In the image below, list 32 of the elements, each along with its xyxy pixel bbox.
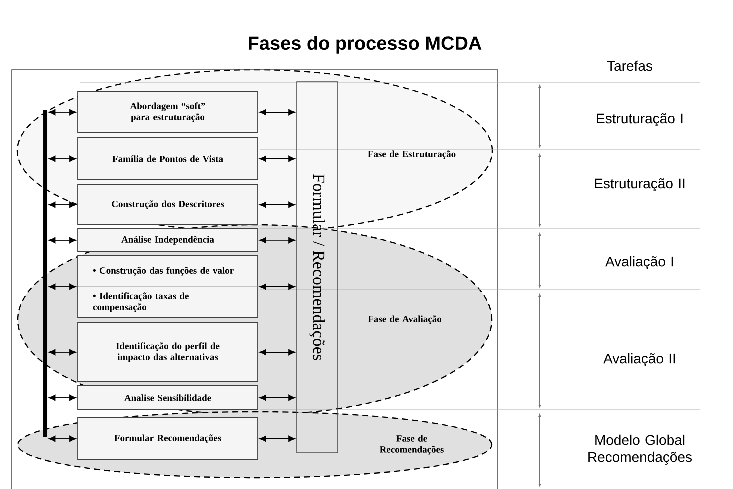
double-arrow: [48, 109, 76, 116]
task-label: Avaliação II: [604, 353, 676, 367]
double-arrow: [48, 284, 76, 290]
task-label: Tarefas: [607, 60, 652, 72]
double-arrow: [48, 156, 76, 162]
task-box: Formular Recomendações: [78, 418, 258, 460]
task-label: Estruturação I: [597, 113, 683, 126]
double-arrow: [260, 394, 296, 402]
task-box: Abordagem “soft” para estruturação: [78, 92, 258, 134]
vertical-box: Formular / Recomendações: [296, 82, 338, 454]
task-label: Modelo Global Recomendações: [588, 434, 692, 466]
task-label: Avaliação I: [606, 256, 674, 270]
double-arrow: [260, 109, 296, 116]
task-box: Analise Sensibilidade: [78, 386, 258, 410]
task-box: Construção dos Descritores: [78, 184, 258, 226]
double-arrow: [260, 349, 296, 356]
title: Fases do processo MCDA: [249, 36, 482, 54]
double-arrow: [260, 237, 296, 244]
double-arrow: [260, 436, 296, 442]
double-arrow: [48, 202, 76, 208]
task-label: Estruturação II: [595, 178, 685, 192]
task-box: Família de Pontos de Vista: [78, 138, 258, 180]
double-arrow: [48, 436, 76, 442]
double-arrow: [48, 349, 76, 356]
double-arrow: [260, 284, 296, 290]
task-box: • Construção das funções de valor • Identificação taxas de compensação: [78, 256, 258, 318]
double-arrow: [260, 202, 296, 208]
double-arrow: [260, 156, 296, 162]
double-arrow: [48, 394, 76, 402]
task-box: Análise Independência: [78, 228, 258, 252]
double-arrow: [48, 237, 76, 244]
task-box: Identificação do perfil de impacto das alternativas: [78, 322, 258, 382]
